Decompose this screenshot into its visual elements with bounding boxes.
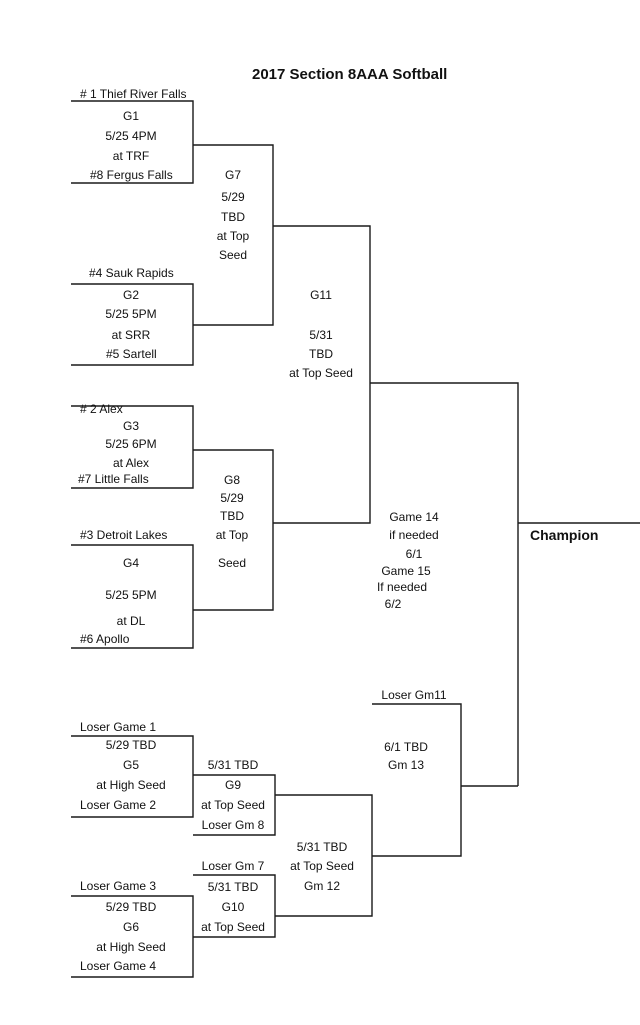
g6-bottom: Loser Game 4 (80, 959, 157, 973)
g1-site: at TRF (112, 149, 150, 163)
g10-site: at Top Seed (201, 920, 265, 934)
g2-top-team: #4 Sauk Rapids (89, 266, 174, 280)
g3-top-team: # 2 Alex (80, 402, 123, 416)
bracket-g7 (193, 144, 274, 326)
g4-date: 5/25 5PM (105, 588, 157, 602)
g2-site: at SRR (111, 328, 151, 342)
g3-label: G3 (122, 419, 140, 433)
bracket-g9 (193, 774, 276, 836)
g14-label: Game 14 (389, 510, 439, 524)
g15-date: 6/2 (384, 597, 402, 611)
g2-bottom-team: #5 Sartell (106, 347, 157, 361)
g1-bottom-team: #8 Fergus Falls (90, 168, 173, 182)
g5-bottom: Loser Game 2 (80, 798, 157, 812)
g4-top-team: #3 Detroit Lakes (80, 528, 168, 542)
champion-label: Champion (530, 527, 599, 543)
bracket-g1 (71, 100, 194, 184)
g15-needed: If needed (376, 580, 428, 594)
g12-date: 5/31 TBD (296, 840, 348, 854)
g7-label: G7 (224, 168, 242, 182)
g8-site-line1: at Top (215, 528, 249, 542)
g8-date: 5/29 (220, 491, 244, 505)
bracket-final (370, 382, 519, 786)
g4-label: G4 (122, 556, 140, 570)
g13-label: Gm 13 (387, 758, 425, 772)
g9-date: 5/31 TBD (207, 758, 259, 772)
g10-date: 5/31 TBD (207, 880, 259, 894)
g11-date: 5/31 (309, 328, 333, 342)
g6-label: G6 (122, 920, 140, 934)
g2-label: G2 (122, 288, 140, 302)
g4-bottom-team: #6 Apollo (80, 632, 130, 646)
bracket-g4 (71, 544, 194, 649)
g12-label: Gm 12 (303, 879, 341, 893)
bracket-g5 (71, 735, 194, 818)
g7-date: 5/29 (221, 190, 245, 204)
g1-top-team: # 1 Thief River Falls (80, 87, 187, 101)
g13-top: Loser Gm11 (381, 688, 447, 702)
g1-label: G1 (122, 109, 140, 123)
g3-site: at Alex (112, 456, 150, 470)
page-title: 2017 Section 8AAA Softball (252, 66, 448, 83)
g6-site: at High Seed (96, 940, 166, 954)
bracket-g12 (275, 794, 373, 917)
g4-site: at DL (116, 614, 146, 628)
g3-bottom-team: #7 Little Falls (78, 472, 149, 486)
g11-time: TBD (309, 347, 333, 361)
g3-date: 5/25 6PM (105, 437, 157, 451)
g7-site-line2: Seed (218, 248, 248, 262)
g7-site-line1: at Top (216, 229, 250, 243)
g13-date: 6/1 TBD (384, 740, 428, 754)
g1-date: 5/25 4PM (105, 129, 157, 143)
g11-label: G11 (310, 288, 332, 302)
g10-top: Loser Gm 7 (201, 859, 265, 873)
g12-site: at Top Seed (290, 859, 354, 873)
bracket-g8 (193, 449, 274, 611)
g5-top: Loser Game 1 (80, 720, 157, 734)
g6-top: Loser Game 3 (80, 879, 157, 893)
bracket-g13 (372, 703, 462, 857)
g5-date: 5/29 TBD (105, 738, 157, 752)
g6-date: 5/29 TBD (105, 900, 157, 914)
g9-site: at Top Seed (201, 798, 265, 812)
g9-label: G9 (224, 778, 242, 792)
bracket-g10 (193, 874, 276, 938)
g5-label: G5 (122, 758, 140, 772)
bracket-g3 (71, 405, 194, 489)
g2-date: 5/25 5PM (105, 307, 157, 321)
g15-label: Game 15 (381, 564, 431, 578)
g7-time: TBD (221, 210, 245, 224)
g8-label: G8 (223, 473, 241, 487)
bracket-g11 (273, 225, 371, 524)
g8-time: TBD (220, 509, 244, 523)
g14-date: 6/1 (405, 547, 423, 561)
g8-site-line2: Seed (217, 556, 247, 570)
g9-bottom: Loser Gm 8 (201, 818, 265, 832)
g14-needed: if needed (389, 528, 439, 542)
g10-label: G10 (221, 900, 245, 914)
g11-site: at Top Seed (289, 366, 353, 380)
g5-site: at High Seed (96, 778, 166, 792)
